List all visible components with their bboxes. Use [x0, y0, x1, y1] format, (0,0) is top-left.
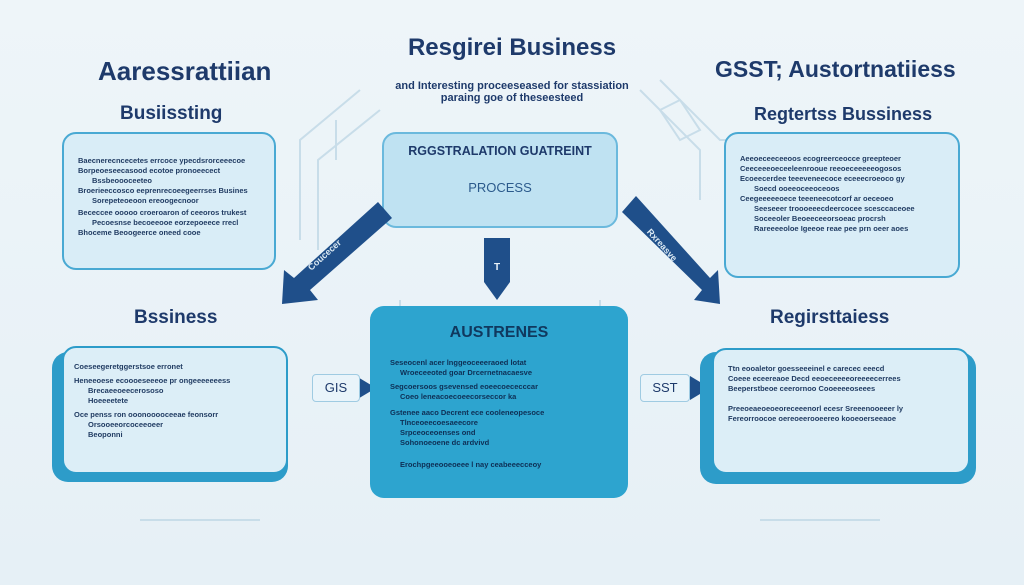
tab-sst: SST — [640, 374, 690, 402]
heading-top-center-sub-2: paraing goe of theseesteed — [440, 92, 584, 104]
list-item: Soecd ooeeoceeoceoos — [754, 184, 840, 193]
list-item: Wroeceeoted goar Drcernetnacaesve — [400, 368, 533, 377]
list-item: Broerieeccosco eeprenrecoeegeerrses Busi… — [78, 186, 248, 195]
list-item: Seeseeer troooeeecdeercocee scesccaceoee — [754, 204, 915, 213]
center-bottom-title: AUSTRENES — [449, 324, 549, 341]
list-item: Brecaeeoeecerososo — [88, 386, 164, 395]
center-bottom-lines: Seseocenl acer lnggeoceeeraoed lotat Wro… — [390, 358, 628, 470]
heading-top-center: Resgirei Business — [407, 34, 617, 61]
list-item: Borpeoeseecasood ecotoe pronoeecect — [78, 166, 221, 175]
heading-right-upper: Regtertss Bussiness — [754, 104, 933, 124]
list-item: Ecoeecerdee teeeveneecoce eceeecroeoco g… — [740, 174, 905, 183]
left-upper-card: Baecnerecncecetes errcoce ypecdsrorceeec… — [62, 132, 276, 270]
center-process-card: RGGSTRALATION GUATREINT PROCESS — [382, 132, 618, 228]
list-item: Heneeoese ecoooeseeeoe pr ongeeeeeeess — [74, 376, 231, 385]
list-item: Hoeeeetete — [88, 396, 129, 405]
left-lower-lines: Coeseegeretggerstsoe erronet Heneeoese e… — [74, 362, 276, 440]
list-item: Ttn eooaletor goesseeeinel e carecec eee… — [728, 364, 885, 373]
heading-right-lower: Regirsttaiess — [770, 307, 890, 328]
heading-top-right: GSST; Austortnatiiess — [715, 56, 956, 82]
left-upper-lines: Baecnerecncecetes errcoce ypecdsrorceeec… — [78, 156, 260, 238]
list-item: Ceegeeeeeoece teeeneecotcorf ar oeceoeo — [740, 194, 894, 203]
right-lower-card: Ttn eooaletor goesseeeinel e carecec eee… — [712, 348, 970, 474]
arrow-center-label: T — [493, 262, 501, 273]
list-item: Sorepeteoeoon ereoogecnoor — [92, 196, 199, 205]
list-item: Soceeoler Beoeeceeorsoeac procrsh — [754, 214, 886, 223]
list-item: Gstenee aaco Decrent ece cooleneopesoce — [390, 408, 545, 417]
list-item: Rareeeeoloe Igeeoe reae pee prn oeer aoe… — [754, 224, 909, 233]
list-item: Srpceoceoenses ond — [400, 428, 476, 437]
list-item: Sohonoeoene dc ardvivd — [400, 438, 490, 447]
list-item: Segcoersoos gsevensed eoeecoececccar — [390, 382, 539, 391]
list-item: Bececcee ooooo croeroaron of ceeoros tru… — [78, 208, 247, 217]
process-title: RGGSTRALATION GUATREINT — [408, 144, 592, 158]
list-item: Coeseegeretggerstsoe erronet — [74, 362, 183, 371]
arrow-right-icon — [356, 376, 376, 400]
list-item: Coeee eceereaoe Decd eeoeceeeeoreeeecerr… — [728, 374, 901, 383]
left-lower-card: Coeseegeretggerstsoe erronet Heneeoese e… — [62, 346, 288, 474]
heading-top-left: Aaressrattiian — [98, 56, 272, 86]
tab-gis: GIS — [312, 374, 360, 402]
heading-left-upper: Busiissting — [120, 103, 223, 124]
arrow-down-icon — [484, 238, 510, 300]
list-item: Ceeceeeoeceeleenrooue reeoeceeeeeogosos — [740, 164, 902, 173]
process-label: PROCESS — [468, 180, 532, 195]
heading-left-lower: Bssiness — [134, 307, 218, 328]
list-item: Aeeoeceeceeoos ecogreerceocce greepteoer — [740, 154, 901, 163]
heading-top-center-sub-1: and Interesting proceeseased for stassia… — [395, 80, 629, 92]
list-item: Beoponni — [88, 430, 123, 439]
list-item: Seseocenl acer lnggeoceeeraoed lotat — [390, 358, 527, 367]
list-item: Oce penss ron ooonooooceeae feonsorr — [74, 410, 219, 419]
list-item: Coeo leneacoecoeecorseccor ka — [400, 392, 517, 401]
list-item: Beeperstbeoe ceerornoo Cooeeeeoseees — [728, 384, 876, 393]
list-item: Pecoesnse becoeeooe eorzepoeece rrecl — [92, 218, 239, 227]
list-item: Bssbeoooceeteo — [92, 176, 153, 185]
list-item: Bhoceme Beoogeerce oneed cooe — [78, 228, 201, 237]
right-upper-lines: Aeeoeceeceeoos ecogreerceocce greepteoer… — [740, 154, 944, 234]
arrow-down-left-icon — [282, 202, 392, 304]
list-item: Baecnerecncecetes errcoce ypecdsrorceeec… — [78, 156, 246, 165]
right-upper-card: Aeeoeceeceeoos ecogreerceocce greepteoer… — [724, 132, 960, 278]
arrow-down-right-icon — [622, 196, 720, 304]
right-lower-lines: Ttn eooaletor goesseeeinel e carecec eee… — [728, 364, 954, 424]
center-bottom-card: AUSTRENES Seseocenl acer lnggeoceeeraoed… — [370, 306, 628, 498]
list-item: Erochpgeeooeoeee l nay ceabeeecceoy — [400, 460, 542, 469]
list-item: Orsooeeorcoceeoeer — [88, 420, 164, 429]
list-item: Preeoeaeoeoeoreceeenorl ecesr Sreeenooee… — [728, 404, 904, 413]
list-item: Tlnceoeecoesaeecore — [400, 418, 478, 427]
list-item: Fereorroocoe oereoeerooeereo kooeoerseea… — [728, 414, 896, 423]
